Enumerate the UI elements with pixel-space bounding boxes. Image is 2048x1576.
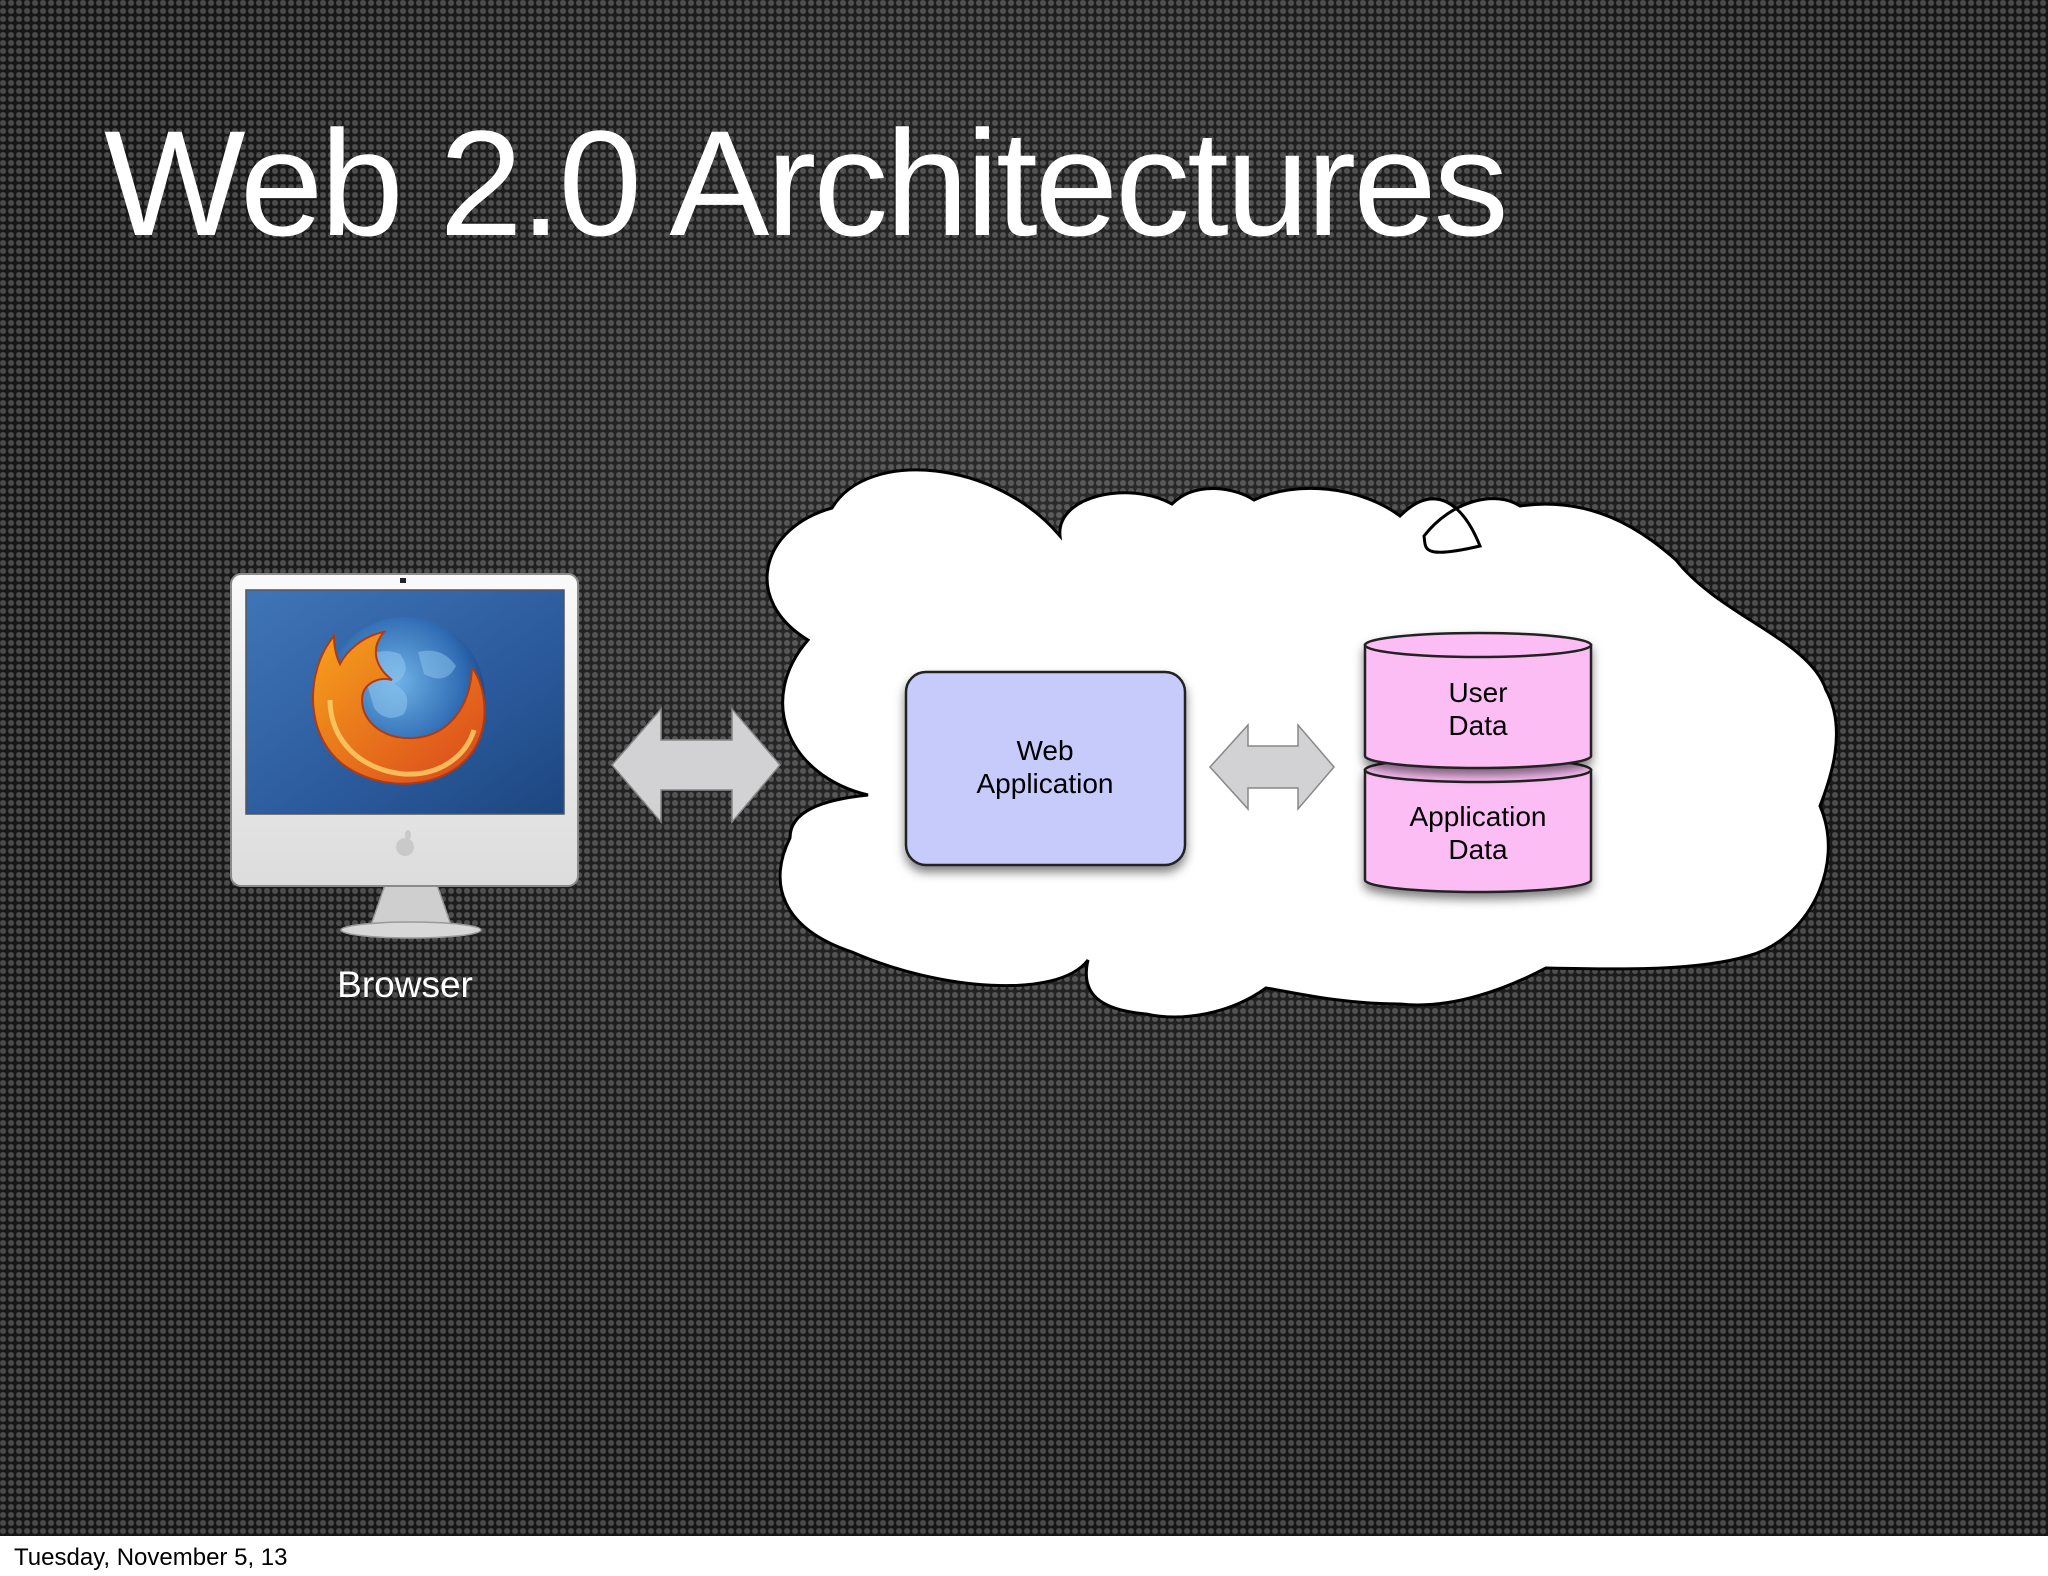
firefox-icon [312, 617, 486, 785]
footer-bar: Tuesday, November 5, 13 [0, 1536, 2048, 1576]
browser-label: Browser [337, 964, 473, 1005]
database-icon [1363, 631, 1593, 894]
apple-logo-icon [396, 830, 414, 856]
user-data-label-line1: User [1448, 677, 1507, 708]
application-data-label-line2: Data [1448, 834, 1508, 865]
web-app-label-line2: Application [977, 768, 1114, 799]
application-data-label-line1: Application [1410, 801, 1547, 832]
double-arrow-icon [611, 706, 781, 825]
architecture-diagram: Web Application User Data Application Da… [230, 468, 1838, 1019]
web-application-box [904, 670, 1187, 867]
slide-title: Web 2.0 Architectures [104, 99, 1509, 267]
imac-icon [230, 573, 579, 939]
web-app-label-line1: Web [1016, 735, 1073, 766]
user-data-label-line2: Data [1448, 710, 1508, 741]
slide: Web 2.0 Architectures [0, 0, 2048, 1536]
footer-date: Tuesday, November 5, 13 [14, 1544, 288, 1571]
double-arrow-icon [1208, 722, 1335, 812]
